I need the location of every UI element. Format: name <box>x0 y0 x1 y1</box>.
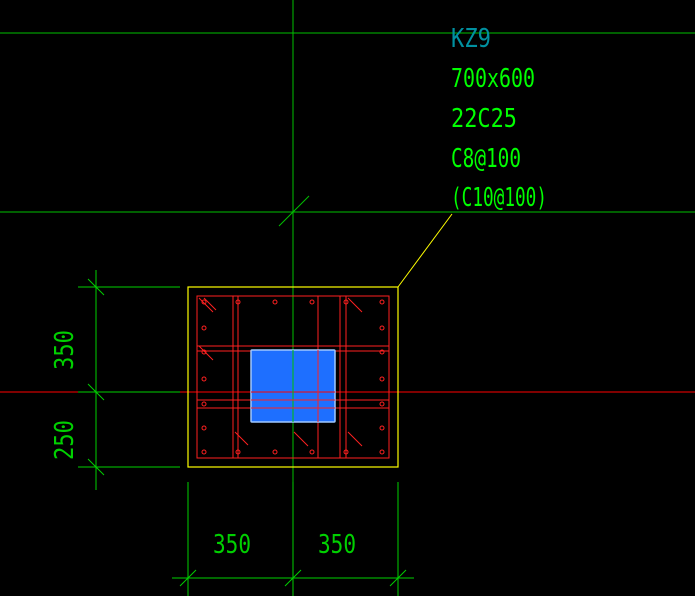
axis-tick-mark <box>278 195 310 227</box>
dimension-text-horizontal-left: 350 <box>213 530 251 560</box>
column-section-label: 700x600 <box>451 64 535 94</box>
rebar-dot <box>201 401 207 407</box>
callout-leader-line <box>397 213 453 288</box>
rebar-dot <box>201 299 207 305</box>
stirrup-label: C8@100 <box>451 144 521 174</box>
stirrup-alt-label: (C10@100) <box>451 183 547 213</box>
dimension-text-vertical-lower: 250 <box>50 420 80 460</box>
outer-stirrup <box>196 295 390 459</box>
rebar-dot <box>379 299 385 305</box>
rebar-dot <box>379 325 385 331</box>
rebar-dot <box>343 299 349 305</box>
rebar-dot <box>235 299 241 305</box>
rebar-dot <box>379 376 385 382</box>
rebar-dot <box>272 299 278 305</box>
dimension-text-horizontal-right: 350 <box>318 530 356 560</box>
rebar-dot <box>309 449 315 455</box>
longitudinal-rebar-label: 22C25 <box>451 104 517 134</box>
rebar-dot <box>309 299 315 305</box>
rebar-dot <box>201 325 207 331</box>
rebar-dot <box>272 449 278 455</box>
rebar-dot <box>201 376 207 382</box>
dimension-text-vertical-upper: 350 <box>50 330 80 370</box>
column-outline <box>187 286 399 468</box>
rebar-dot <box>379 349 385 355</box>
rebar-dot <box>235 449 241 455</box>
rebar-dot <box>379 401 385 407</box>
rebar-dot <box>201 449 207 455</box>
longitudinal-rebars <box>201 299 385 455</box>
vertical-dimension <box>78 270 180 490</box>
horizontal-dimension <box>172 482 414 596</box>
rebar-dot <box>379 449 385 455</box>
rebar-dot <box>379 425 385 431</box>
rebar-dot <box>201 349 207 355</box>
rebar-dot <box>343 449 349 455</box>
rebar-dot <box>201 425 207 431</box>
column-name-label: KZ9 <box>451 24 491 54</box>
